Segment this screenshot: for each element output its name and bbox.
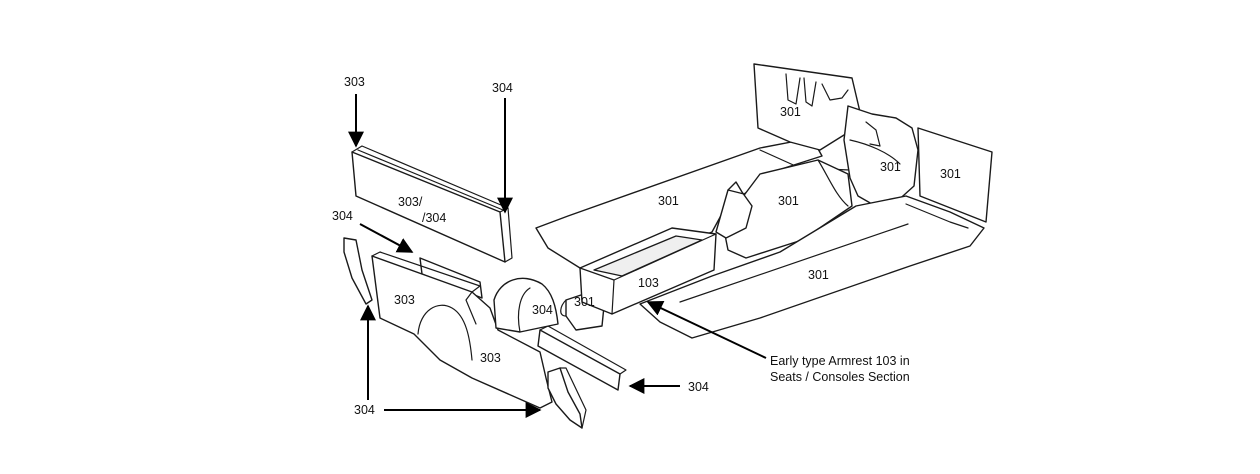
side-kick-panel-301 [917, 127, 993, 223]
label-303-304-b: /304 [422, 211, 446, 225]
callout-arrows [348, 94, 767, 418]
label-303-upper-panel: 303 [394, 293, 415, 307]
floor-front-right-301 [639, 195, 985, 339]
label-301-floor-mid: 301 [778, 194, 799, 208]
label-303-top: 303 [344, 75, 365, 89]
left-quarter-piece-304 [343, 237, 373, 305]
rear-seat-riser-303 [371, 251, 553, 409]
wheel-hump-304 [493, 277, 559, 333]
note-line-2: Seats / Consoles Section [770, 370, 910, 384]
rear-side-panel-303-304 [351, 145, 513, 263]
label-304-left: 304 [332, 209, 353, 223]
label-301-floor-left: 301 [658, 194, 679, 208]
note-line-1: Early type Armrest 103 in [770, 354, 910, 368]
armrest-note: Early type Armrest 103 in Seats / Consol… [770, 354, 910, 384]
label-304-wheel: 304 [532, 303, 553, 317]
trim-strip-304 [419, 257, 483, 299]
label-304-bottom: 304 [354, 403, 375, 417]
label-301-firewall: 301 [780, 105, 801, 119]
arrow-armrest-note [646, 300, 767, 359]
armrest-console-103 [579, 227, 717, 315]
label-304-top: 304 [492, 81, 513, 95]
part-labels: 303 304 303/ /304 304 303 303 304 301 10… [332, 75, 961, 417]
shift-boot [715, 181, 753, 239]
firewall-301 [753, 63, 861, 151]
label-303-lower-panel: 303 [480, 351, 501, 365]
arrow-304-left-strip [359, 223, 414, 253]
label-303-304-a: 303/ [398, 195, 423, 209]
sill-strip-304 [537, 325, 627, 391]
label-103-armrest: 103 [638, 276, 659, 290]
label-304-right: 304 [688, 380, 709, 394]
label-301-kick: 301 [880, 160, 901, 174]
label-301-floor-front: 301 [808, 268, 829, 282]
rear-wheel-arch-piece-304 [547, 367, 587, 429]
label-301-tunnel: 301 [574, 295, 595, 309]
kick-panel-301 [843, 105, 919, 205]
label-301-side: 301 [940, 167, 961, 181]
